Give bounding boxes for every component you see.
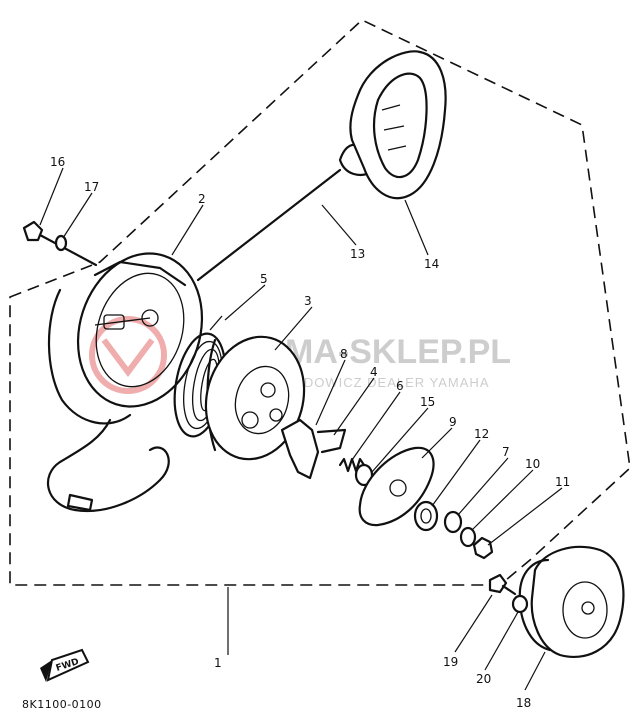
watermark-main-text: MA-SKLEP.PL (285, 333, 511, 371)
callout-20: 20 (476, 672, 491, 686)
cable-end (66, 493, 94, 512)
washer-12 (413, 500, 439, 532)
callout-5: 5 (260, 272, 268, 286)
callout-1: 1 (214, 656, 222, 670)
pulley (518, 545, 625, 659)
friction-plate (358, 446, 435, 527)
sheave-drum (204, 335, 306, 461)
pawl-guide (316, 428, 347, 454)
watermark-logo (89, 316, 167, 394)
callout-11: 11 (555, 475, 570, 489)
spring-washer-7 (443, 510, 463, 534)
starter-rope (196, 168, 342, 282)
callout-13: 13 (350, 247, 365, 261)
callouts: 1 2 3 4 5 6 7 8 9 10 11 12 13 14 15 16 1… (50, 155, 570, 710)
callout-4: 4 (370, 365, 378, 379)
leader-lines (39, 167, 563, 691)
callout-16: 16 (50, 155, 65, 169)
bolt-16 (22, 220, 98, 267)
watermark-sub-text: ...DOWICZ DEALER YAMAHA (290, 375, 490, 390)
pawl (280, 418, 320, 480)
callout-10: 10 (525, 457, 540, 471)
washer-17 (54, 234, 68, 252)
washer-10 (459, 526, 477, 548)
callout-9: 9 (449, 415, 457, 429)
part-code: 8K1100-0100 (22, 698, 102, 711)
callout-3: 3 (304, 294, 312, 308)
callout-15: 15 (420, 395, 435, 409)
watermark: MA-SKLEP.PL ...DOWICZ DEALER YAMAHA (89, 316, 511, 394)
washer-20 (511, 594, 529, 614)
cable (46, 418, 170, 513)
nut-11 (472, 536, 494, 560)
bolt-19 (488, 573, 517, 596)
callout-17: 17 (84, 180, 99, 194)
callout-2: 2 (198, 192, 206, 206)
callout-14: 14 (424, 257, 439, 271)
callout-6: 6 (396, 379, 404, 393)
fwd-arrow: FWD (40, 648, 90, 682)
starter-handle (338, 50, 447, 200)
callout-18: 18 (516, 696, 531, 710)
starter-case (47, 252, 204, 425)
callout-12: 12 (474, 427, 489, 441)
callout-8: 8 (340, 347, 348, 361)
assembly-boundary (9, 19, 631, 586)
callout-7: 7 (502, 445, 510, 459)
callout-19: 19 (443, 655, 458, 669)
